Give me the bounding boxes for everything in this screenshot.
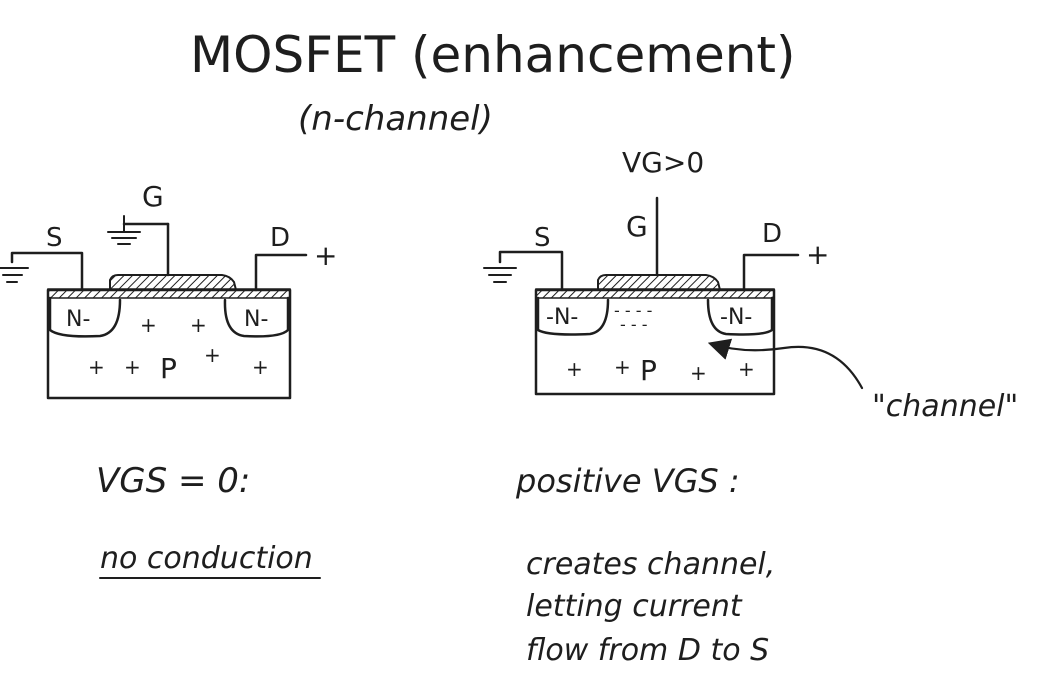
left-bulk-plus-1: +	[88, 355, 105, 379]
right-condition: positive VGS :	[515, 462, 740, 500]
right-n-drain-label: -N-	[720, 305, 752, 330]
right-source-lead	[498, 250, 564, 292]
left-source-ground-icon	[0, 267, 29, 283]
left-channel-plus-2: +	[190, 313, 207, 337]
left-gate-metal	[109, 274, 238, 291]
right-result-line-1: creates channel,	[526, 547, 775, 582]
right-gate-label: G	[626, 210, 648, 243]
left-n-well-source	[48, 296, 122, 338]
right-drain-plus: +	[806, 238, 829, 271]
left-bulk-plus-4: +	[252, 355, 269, 379]
right-n-well-drain	[706, 296, 774, 336]
left-n-well-drain	[223, 296, 290, 338]
left-channel-plus-1: +	[140, 313, 157, 337]
right-channel-charges-1: - - - -	[614, 301, 652, 320]
right-bulk-plus-3: +	[690, 361, 707, 385]
left-bulk-plus-3: +	[204, 343, 221, 367]
right-channel-charges-2: - - -	[620, 315, 648, 334]
right-bulk-plus-4: +	[738, 357, 755, 381]
left-bulk-plus-2: +	[124, 355, 141, 379]
right-mosfet: -N- -N- - - - - - - - + + P + + G VG>0 S…	[483, 146, 1018, 424]
right-bulk-plus-1: +	[566, 357, 583, 381]
right-n-well-source	[536, 296, 610, 336]
left-condition: VGS = 0:	[96, 461, 250, 501]
left-mosfet: N- N- + + + + P + + G S D +	[0, 180, 337, 400]
left-result: no conduction	[100, 541, 313, 576]
subtitle: (n-channel)	[298, 99, 493, 139]
left-n-drain-label: N-	[244, 307, 268, 332]
right-gate-voltage: VG>0	[622, 146, 704, 179]
left-source-lead	[10, 251, 84, 292]
right-n-source-label: -N-	[546, 305, 578, 330]
right-result-line-2: letting current	[526, 589, 743, 624]
left-drain-plus: +	[314, 239, 337, 272]
right-drain-lead	[742, 253, 800, 292]
left-drain-lead	[254, 253, 308, 292]
left-source-label: S	[46, 223, 63, 253]
channel-annotation-label: "channel"	[872, 389, 1018, 424]
right-result-line-3: flow from D to S	[526, 633, 769, 668]
right-drain-label: D	[762, 219, 782, 249]
left-n-source-label: N-	[66, 307, 90, 332]
title: MOSFET (enhancement)	[190, 26, 796, 84]
channel-annotation-arrow	[707, 338, 864, 390]
right-gate-metal	[597, 274, 722, 291]
right-bulk-plus-2: +	[614, 355, 631, 379]
right-substrate-label: P	[640, 354, 657, 387]
left-drain-label: D	[270, 223, 290, 253]
right-source-label: S	[534, 223, 551, 253]
left-gate-ground-icon	[107, 215, 141, 245]
left-substrate-label: P	[160, 352, 177, 385]
left-gate-label: G	[142, 180, 164, 213]
right-source-ground-icon	[483, 267, 517, 283]
